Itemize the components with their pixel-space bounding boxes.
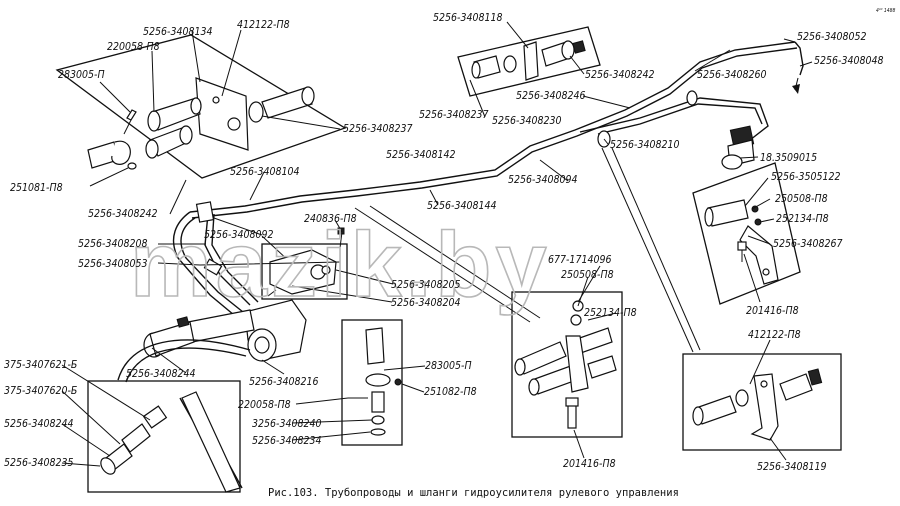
detail-box-clamp-center: [511, 291, 623, 438]
label-283005-p-c: 283005-П: [425, 360, 472, 372]
label-5256-3408144: 5256-3408144: [427, 200, 497, 212]
label-677-1714096: 677-1714096: [548, 254, 612, 266]
label-201416-p8-c: 201416-П8: [563, 458, 616, 470]
detail-box-hose-union: [457, 26, 601, 97]
label-5256-3408230: 5256-3408230: [492, 115, 562, 127]
label-5256-3408244-b: 5256-3408244: [4, 418, 74, 430]
label-5256-3408237-b: 5256-3408237: [343, 123, 413, 135]
label-250508-p8-c: 250508-П8: [561, 269, 614, 281]
pipe-clamp-lower: [203, 258, 223, 276]
label-252134-p8-r: 252134-П8: [776, 213, 829, 225]
label-5256-3408052: 5256-3408052: [797, 31, 867, 43]
pressure-sensor: [721, 125, 755, 170]
label-5256-3408235: 5256-3408235: [4, 457, 74, 469]
hose-end-fitting: [100, 391, 241, 493]
valve-block: [267, 249, 337, 297]
label-250508-p8-r: 250508-П8: [775, 193, 828, 205]
label-5256-3505122: 5256-3505122: [771, 171, 841, 183]
label-5256-3408092: 5256-3408092: [204, 229, 274, 241]
detail-box-hose-end: [87, 380, 241, 493]
figure-caption: Рис.103. Трубопроводы и шланги гидроусил…: [268, 487, 679, 499]
label-5256-3408104: 5256-3408104: [230, 166, 300, 178]
detail-box-clamp-small: [341, 319, 403, 446]
label-5256-3408142: 5256-3408142: [386, 149, 456, 161]
label-5256-3408237-a: 5256-3408237: [419, 109, 489, 121]
label-220058-p8-top: 220058-П8: [107, 41, 160, 53]
label-251082-p8: 251082-П8: [424, 386, 477, 398]
label-240836-p8: 240836-П8: [304, 213, 357, 225]
label-5256-3408134: 5256-3408134: [143, 26, 213, 38]
hose-union-parts: [471, 40, 586, 81]
label-252134-p8-c: 252134-П8: [584, 307, 637, 319]
label-5256-3408208: 5256-3408208: [78, 238, 148, 250]
label-5256-3408053: 5256-3408053: [78, 258, 148, 270]
label-5256-3408210: 5256-3408210: [610, 139, 680, 151]
label-412122-p8-r: 412122-П8: [748, 329, 801, 341]
label-5256-3408234: 5256-3408234: [252, 435, 322, 447]
detail-box-valve: [261, 243, 348, 300]
detail-box-fitting-right: [682, 353, 842, 451]
label-5256-3408216: 5256-3408216: [249, 376, 319, 388]
bracket-clamp-parts: [704, 199, 779, 285]
label-5256-3408267: 5256-3408267: [773, 238, 843, 250]
angle-fitting-right: [692, 368, 823, 441]
part-labels: 5256-3408118 5256-3408052 5256-3408134 4…: [4, 12, 884, 473]
label-5256-3408205: 5256-3408205: [391, 279, 461, 291]
label-5256-3408118: 5256-3408118: [433, 12, 503, 24]
label-201416-p8-r: 201416-П8: [746, 305, 799, 317]
label-375-3407621: 375-3407621-Б: [4, 359, 77, 371]
detail-box-bracket: [692, 162, 801, 305]
label-18-3509015: 18.3509015: [760, 152, 817, 164]
watermark-text: mazik.by: [130, 214, 551, 316]
clamp-assembly-small: [348, 327, 402, 436]
label-5256-3408119: 5256-3408119: [757, 461, 827, 473]
label-283005-p-top: 283005-П: [58, 69, 105, 81]
label-5256-3408242-top: 5256-3408242: [585, 69, 655, 81]
label-5256-3408260: 5256-3408260: [697, 69, 767, 81]
label-220058-p8-c: 220058-П8: [238, 399, 291, 411]
leader-lines: [61, 21, 813, 467]
double-clamp-center: [514, 300, 617, 429]
label-5256-3408094: 5256-3408094: [508, 174, 578, 186]
label-3256-3408240: 3256-3408240: [252, 418, 322, 430]
label-5256-3408204: 5256-3408204: [391, 297, 461, 309]
steering-gear-body: [143, 299, 307, 362]
label-5256-3408244-a: 5256-3408244: [126, 368, 196, 380]
pipe-clamp-left: [195, 201, 215, 223]
label-375-3407620: 375-3407620-Б: [4, 385, 77, 397]
label-251081-p8: 251081-П8: [10, 182, 63, 194]
label-5256-3408048: 5256-3408048: [814, 55, 884, 67]
label-412122-p8-top: 412122-П8: [237, 19, 290, 31]
pipe-clip: [686, 90, 698, 106]
label-5256-3408242-mid: 5256-3408242: [88, 208, 158, 220]
fitting-assembly-top-left: [87, 77, 315, 170]
label-5256-3408246: 5256-3408246: [516, 90, 586, 102]
corner-mark: 4¹⁰ 1488: [876, 8, 895, 14]
